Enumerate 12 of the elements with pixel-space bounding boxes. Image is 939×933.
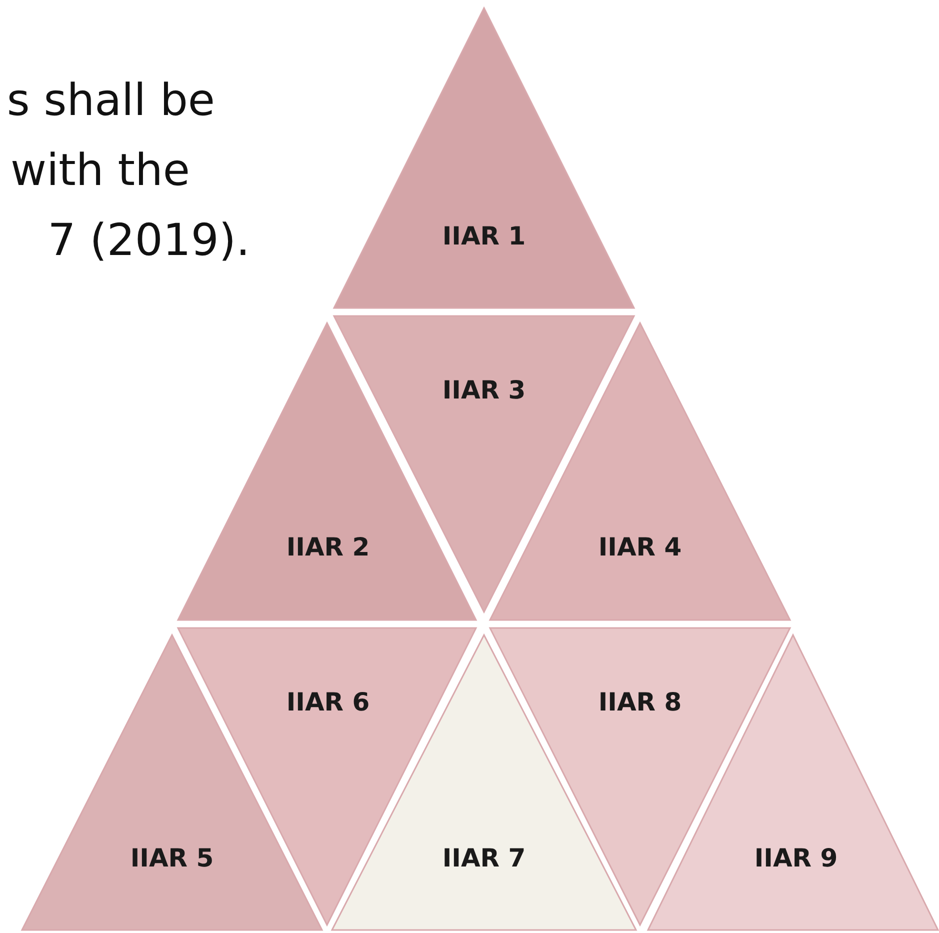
tile-label: IIAR 7	[442, 844, 526, 872]
tile-label: IIAR 5	[130, 844, 214, 872]
tile-label: IIAR 4	[598, 532, 682, 562]
tile-label: IIAR 1	[442, 222, 526, 250]
tile-label: IIAR 6	[286, 688, 370, 716]
text-fragment: s shall be	[6, 75, 215, 126]
tile-label: IIAR 9	[754, 844, 838, 872]
text-fragment: with the	[10, 145, 190, 196]
text-fragment: 7 (2019).	[48, 215, 250, 266]
tile-label: IIAR 3	[442, 376, 526, 404]
tile-label: IIAR 8	[598, 688, 682, 716]
tile-label: IIAR 2	[286, 532, 370, 562]
